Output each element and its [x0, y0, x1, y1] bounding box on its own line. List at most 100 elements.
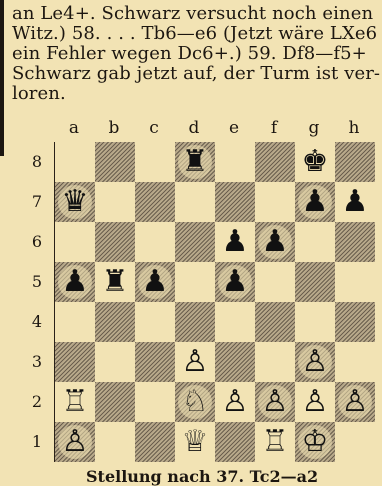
square-d7 — [175, 182, 215, 222]
rank-label-7: 7 — [28, 182, 46, 222]
square-f1: ♖ — [255, 422, 295, 462]
square-d5 — [175, 262, 215, 302]
text-line-4: Schwarz gab jetzt auf, der Turm ist ver- — [12, 64, 380, 84]
text-line-5: loren. — [12, 84, 66, 104]
square-e3 — [215, 342, 255, 382]
black-pawn-icon: ♟ — [218, 225, 252, 259]
square-h5 — [335, 262, 375, 302]
text-line-2: Witz.) 58. . . . Tb6—e6 (Jetzt wäre LXe6 — [12, 24, 377, 44]
square-a7: ♛ — [55, 182, 95, 222]
square-a2: ♖ — [55, 382, 95, 422]
square-g8: ♚ — [295, 142, 335, 182]
rank-label-3: 3 — [28, 342, 46, 382]
square-c7 — [135, 182, 175, 222]
black-pawn-icon: ♟ — [338, 185, 372, 219]
square-d2: ♘ — [175, 382, 215, 422]
square-h8 — [335, 142, 375, 182]
square-d8: ♜ — [175, 142, 215, 182]
white-rook-icon: ♖ — [258, 425, 292, 459]
square-a8 — [55, 142, 95, 182]
diagram-caption: Stellung nach 37. Tc2—a2 — [86, 468, 318, 486]
square-g7: ♟ — [295, 182, 335, 222]
square-a3 — [55, 342, 95, 382]
article-text: an Le4+. Schwarz versucht noch einen Wit… — [6, 0, 382, 108]
square-h1 — [335, 422, 375, 462]
square-d3: ♙ — [175, 342, 215, 382]
square-b5: ♜ — [95, 262, 135, 302]
rank-label-2: 2 — [28, 382, 46, 422]
black-pawn-icon: ♟ — [218, 265, 252, 299]
black-pawn-icon: ♟ — [138, 265, 172, 299]
rank-label-8: 8 — [28, 142, 46, 182]
rank-label-5: 5 — [28, 262, 46, 302]
square-f7 — [255, 182, 295, 222]
square-e7 — [215, 182, 255, 222]
white-pawn-icon: ♙ — [298, 385, 332, 419]
square-e2: ♙ — [215, 382, 255, 422]
square-h6 — [335, 222, 375, 262]
black-queen-icon: ♛ — [58, 185, 92, 219]
white-pawn-icon: ♙ — [178, 345, 212, 379]
square-c5: ♟ — [135, 262, 175, 302]
square-b3 — [95, 342, 135, 382]
square-f2: ♙ — [255, 382, 295, 422]
square-e8 — [215, 142, 255, 182]
square-g1: ♔ — [295, 422, 335, 462]
file-labels: a b c d e f g h — [54, 118, 374, 138]
white-pawn-icon: ♙ — [338, 385, 372, 419]
square-b8 — [95, 142, 135, 182]
file-label-f: f — [254, 118, 294, 138]
file-label-c: c — [134, 118, 174, 138]
square-g4 — [295, 302, 335, 342]
square-f8 — [255, 142, 295, 182]
white-king-icon: ♔ — [298, 425, 332, 459]
black-pawn-icon: ♟ — [298, 185, 332, 219]
chess-board: ♜♚♛♟♟♟♟♟♜♟♟♙♙♖♘♙♙♙♙♙♕♖♔ — [54, 142, 375, 462]
file-label-d: d — [174, 118, 214, 138]
square-d4 — [175, 302, 215, 342]
white-rook-icon: ♖ — [58, 385, 92, 419]
square-h7: ♟ — [335, 182, 375, 222]
square-b2 — [95, 382, 135, 422]
square-b4 — [95, 302, 135, 342]
square-b1 — [95, 422, 135, 462]
rank-label-1: 1 — [28, 422, 46, 462]
square-a4 — [55, 302, 95, 342]
square-f3 — [255, 342, 295, 382]
white-knight-icon: ♘ — [178, 385, 212, 419]
white-pawn-icon: ♙ — [258, 385, 292, 419]
white-pawn-icon: ♙ — [58, 425, 92, 459]
black-rook-icon: ♜ — [178, 145, 212, 179]
black-rook-icon: ♜ — [98, 265, 132, 299]
rank-labels: 8 7 6 5 4 3 2 1 — [28, 142, 46, 462]
black-pawn-icon: ♟ — [58, 265, 92, 299]
square-h4 — [335, 302, 375, 342]
square-h3 — [335, 342, 375, 382]
square-c2 — [135, 382, 175, 422]
square-f5 — [255, 262, 295, 302]
square-g3: ♙ — [295, 342, 335, 382]
square-c6 — [135, 222, 175, 262]
file-label-b: b — [94, 118, 134, 138]
file-label-e: e — [214, 118, 254, 138]
square-g2: ♙ — [295, 382, 335, 422]
black-pawn-icon: ♟ — [258, 225, 292, 259]
rank-label-6: 6 — [28, 222, 46, 262]
file-label-a: a — [54, 118, 94, 138]
text-line-1: an Le4+. Schwarz versucht noch einen — [12, 4, 373, 24]
left-margin-rule — [0, 0, 4, 156]
white-pawn-icon: ♙ — [298, 345, 332, 379]
rank-label-4: 4 — [28, 302, 46, 342]
white-pawn-icon: ♙ — [218, 385, 252, 419]
text-line-3: ein Fehler wegen Dc6+.) 59. Df8—f5+ — [12, 44, 367, 64]
square-c1 — [135, 422, 175, 462]
square-g5 — [295, 262, 335, 302]
square-e6: ♟ — [215, 222, 255, 262]
square-b7 — [95, 182, 135, 222]
square-a6 — [55, 222, 95, 262]
square-f4 — [255, 302, 295, 342]
square-h2: ♙ — [335, 382, 375, 422]
square-d6 — [175, 222, 215, 262]
square-e4 — [215, 302, 255, 342]
file-label-g: g — [294, 118, 334, 138]
